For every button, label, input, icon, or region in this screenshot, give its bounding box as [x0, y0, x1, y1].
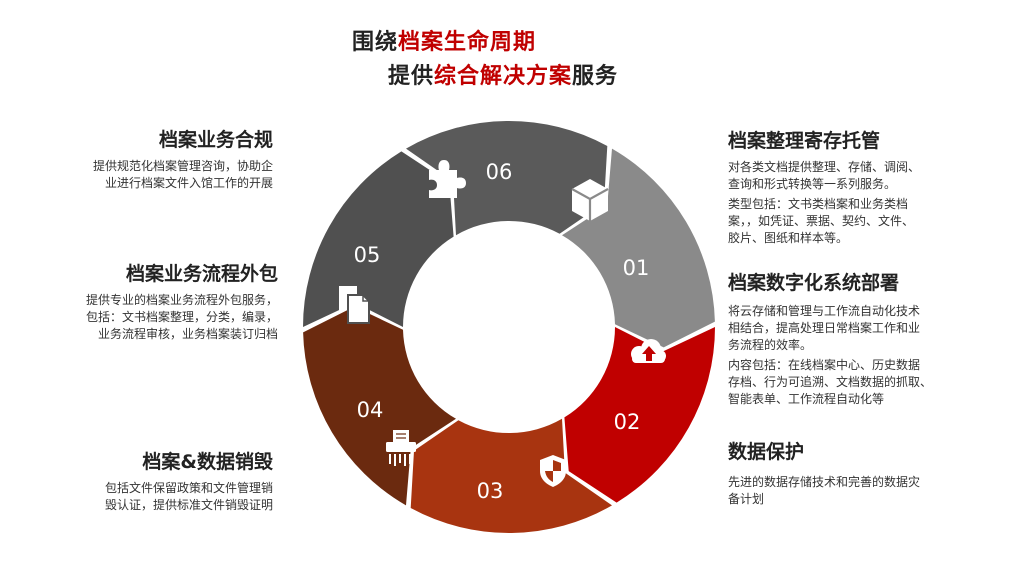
block-line: 案，，如凭证、票据、契约、文件、: [728, 214, 915, 228]
title-2-prefix: 提供: [388, 64, 435, 89]
block-line: 提供规范化档案管理咨询，协助企: [92, 159, 273, 173]
lifecycle-wheel: 01 02 03 04 05 06: [303, 121, 715, 533]
block-title: 数据保护: [728, 441, 805, 463]
block-digital: 档案数字化系统部署 将云存储和管理与工作流自动化技术 相结合，提高处理日常档案工…: [728, 268, 932, 408]
block-outsourcing: 档案业务流程外包 提供专业的档案业务流程外包服务， 包括：文书档案整理，分类，编…: [86, 259, 278, 343]
block-line: 查询和形式转换等一系列服务。: [728, 177, 897, 191]
block-protection: 数据保护 先进的数据存储技术和完善的数据灾 备计划: [728, 437, 920, 508]
block-line: 业进行档案文件入馆工作的开展: [104, 176, 273, 190]
segment-number-06: 06: [486, 160, 513, 184]
block-title: 档案数字化系统部署: [728, 272, 900, 294]
wheel-segment-01: [562, 148, 715, 348]
block-line: 包括：文书档案整理，分类，编录，: [85, 310, 278, 324]
block-line: 对各类文档提供整理、存储、调阅、: [728, 160, 921, 174]
wheel-segment-06: [406, 121, 608, 236]
block-line: 相结合，提高处理日常档案工作和业: [728, 321, 921, 335]
block-line: 胶片、图纸和样本等。: [728, 231, 849, 245]
block-title: 档案&数据销毁: [142, 451, 273, 473]
title-2-suffix: 服务: [572, 64, 619, 89]
box-icon: [571, 179, 609, 221]
shield-icon: [540, 455, 566, 487]
title-2-highlight: 综合解决方案: [434, 64, 573, 89]
block-title: 档案业务流程外包: [125, 263, 278, 285]
shredder-icon: [386, 430, 416, 466]
block-compliance: 档案业务合规 提供规范化档案管理咨询，协助企 业进行档案文件入馆工作的开展: [93, 125, 273, 192]
block-line: 智能表单、工作流程自动化等: [728, 392, 885, 406]
segment-number-05: 05: [354, 243, 381, 267]
block-title: 档案整理寄存托管: [728, 130, 881, 152]
segment-number-01: 01: [623, 256, 650, 280]
block-line: 备计划: [728, 492, 765, 506]
title-line-1: 围绕档案生命周期: [352, 24, 536, 56]
segment-number-03: 03: [477, 479, 504, 503]
block-hosting: 档案整理寄存托管 对各类文档提供整理、存储、调阅、 查询和形式转换等一系列服务。…: [728, 126, 920, 247]
block-line: 将云存储和管理与工作流自动化技术: [728, 304, 921, 318]
block-line: 毁认证，提供标准文件销毁证明: [104, 498, 273, 512]
cloud-upload-icon: [631, 339, 666, 363]
title-1-highlight: 档案生命周期: [398, 30, 537, 55]
wheel-segment-04: [303, 306, 456, 506]
block-line: 务流程的效率。: [728, 338, 813, 352]
documents-icon: [339, 286, 370, 324]
block-line: 包括文件保留政策和文件管理销: [104, 481, 273, 495]
block-line: 提供专业的档案业务流程外包服务，: [85, 293, 278, 307]
block-line: 内容包括：在线档案中心、历史数据: [728, 358, 921, 372]
puzzle-icon: [429, 160, 466, 198]
wheel-segment-02: [564, 327, 715, 503]
title-line-2: 提供综合解决方案服务: [388, 58, 618, 90]
wheel-segment-03: [410, 418, 612, 533]
block-line: 业务流程审核，业务档案装订归档: [97, 327, 278, 341]
block-line: 存档、行为可追溯、文档数据的抓取、: [728, 375, 933, 389]
title-1-prefix: 围绕: [352, 30, 399, 55]
block-destruction: 档案&数据销毁 包括文件保留政策和文件管理销 毁认证，提供标准文件销毁证明: [105, 447, 273, 514]
block-line: 类型包括：文书类档案和业务类档: [728, 197, 909, 211]
block-line: 先进的数据存储技术和完善的数据灾: [728, 475, 921, 489]
wheel-segment-05: [303, 151, 454, 327]
block-title: 档案业务合规: [158, 129, 273, 151]
segment-number-02: 02: [614, 410, 641, 434]
segment-number-04: 04: [357, 398, 384, 422]
